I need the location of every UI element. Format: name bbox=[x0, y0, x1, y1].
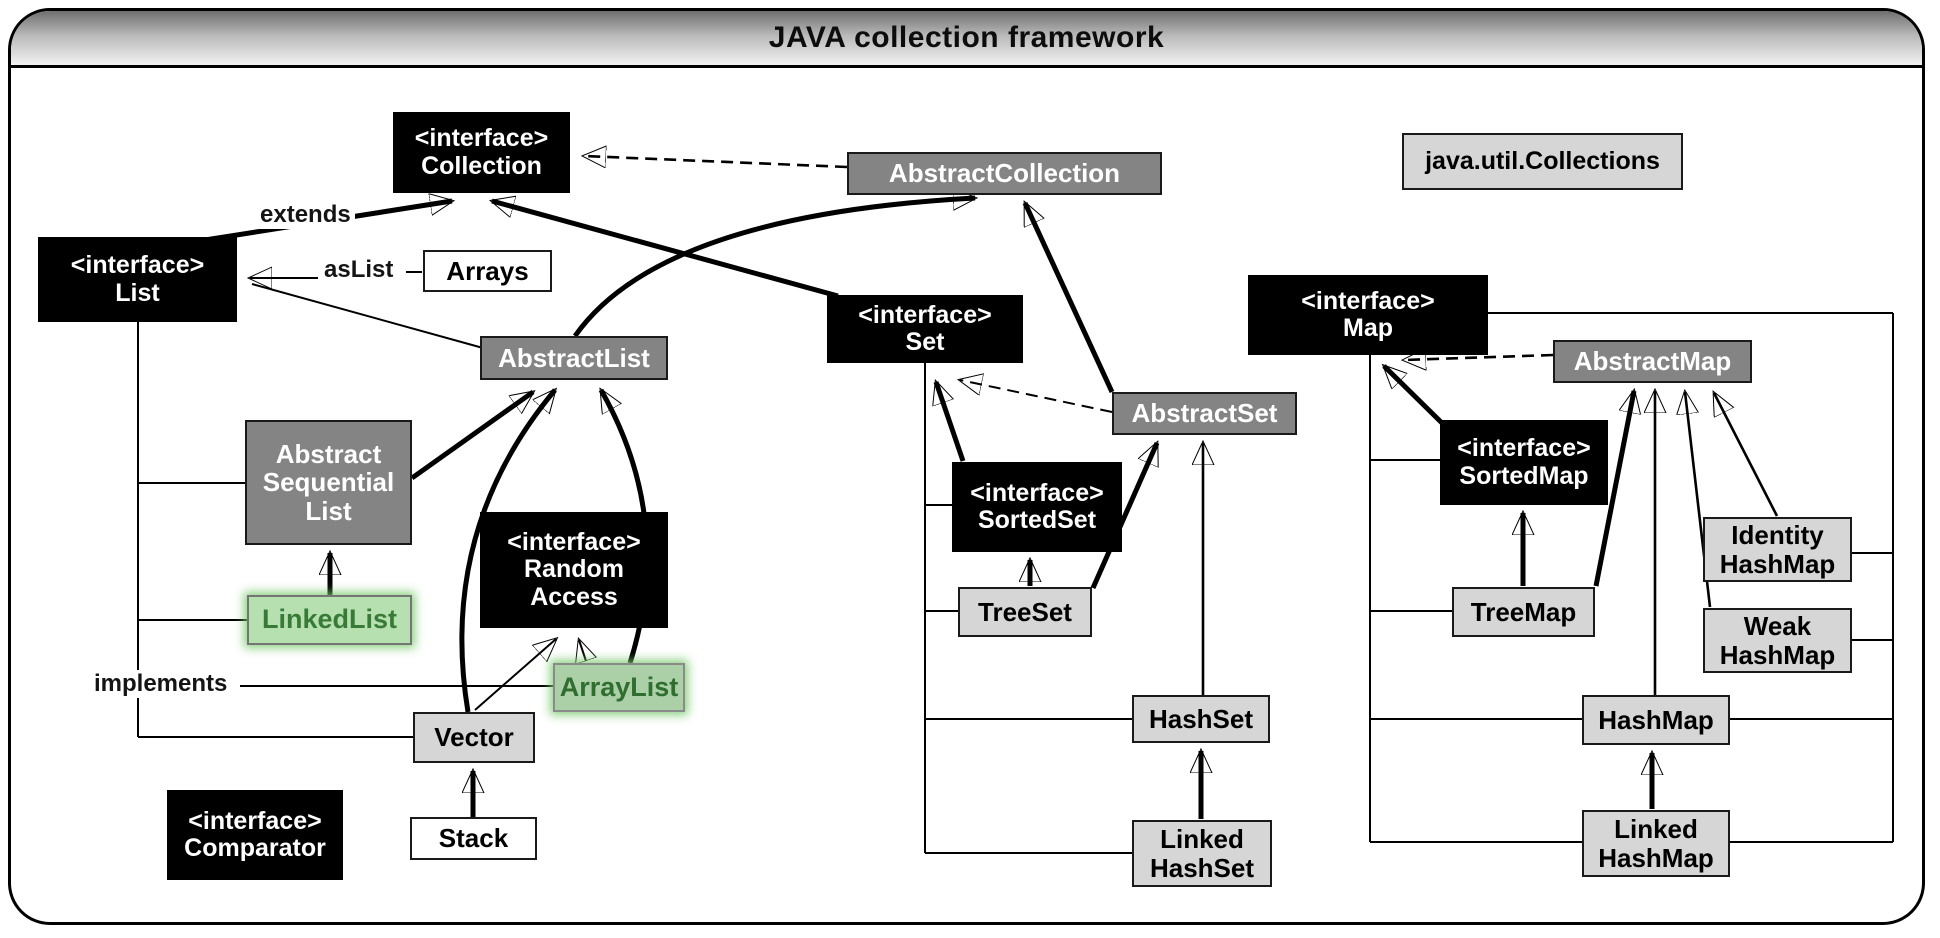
node-map-interface: <interface> Map bbox=[1248, 275, 1488, 355]
node-label: HashSet bbox=[1148, 703, 1254, 734]
node-vector: Vector bbox=[413, 712, 535, 763]
node-label: List bbox=[305, 495, 352, 526]
node-abstractlist: AbstractList bbox=[480, 336, 668, 380]
node-label: Weak bbox=[1743, 610, 1812, 641]
node-weakhashmap: Weak HashMap bbox=[1703, 608, 1852, 673]
node-label: Access bbox=[530, 582, 618, 611]
node-label: <interface> bbox=[1301, 286, 1435, 315]
node-randomaccess-interface: <interface> Random Access bbox=[480, 512, 668, 628]
node-label: Arrays bbox=[446, 255, 529, 286]
node-label: Set bbox=[905, 328, 945, 356]
node-label: HashMap bbox=[1719, 548, 1836, 579]
node-label: Comparator bbox=[184, 834, 326, 862]
node-label: AbstractSet bbox=[1131, 398, 1278, 429]
node-label: Vector bbox=[434, 722, 514, 753]
node-collection-interface: <interface> Collection bbox=[393, 112, 570, 193]
node-label: <interface> bbox=[970, 478, 1104, 507]
node-list-interface: <interface> List bbox=[38, 237, 237, 322]
node-label: Map bbox=[1343, 314, 1393, 342]
node-hashmap: HashMap bbox=[1582, 695, 1730, 745]
node-label: TreeMap bbox=[1470, 596, 1577, 627]
node-label: <interface> bbox=[858, 300, 992, 329]
node-label: HashMap bbox=[1719, 639, 1836, 670]
node-arraylist: ArrayList bbox=[553, 663, 685, 712]
node-label: Random bbox=[524, 555, 624, 584]
node-treeset: TreeSet bbox=[958, 587, 1092, 637]
node-label: Linked bbox=[1614, 813, 1698, 844]
node-label: HashMap bbox=[1598, 704, 1714, 735]
node-linkedlist: LinkedList bbox=[247, 595, 412, 645]
node-arrays: Arrays bbox=[423, 250, 552, 292]
node-treemap: TreeMap bbox=[1452, 587, 1595, 637]
node-identityhashmap: Identity HashMap bbox=[1703, 517, 1852, 582]
node-label: <interface> bbox=[507, 527, 641, 556]
node-label: SortedSet bbox=[977, 506, 1097, 534]
node-abstractset: AbstractSet bbox=[1112, 392, 1297, 435]
node-sortedmap-interface: <interface> SortedMap bbox=[1440, 420, 1608, 505]
node-stack: Stack bbox=[410, 817, 537, 860]
node-java-util-collections: java.util.Collections bbox=[1402, 133, 1683, 190]
node-abstractmap: AbstractMap bbox=[1553, 340, 1752, 383]
title-bar: JAVA collection framework bbox=[11, 11, 1922, 68]
label-aslist: asList bbox=[320, 256, 398, 284]
node-label: Stack bbox=[438, 823, 509, 854]
node-label: Collection bbox=[421, 151, 542, 180]
node-abstractsequentiallist: Abstract Sequential List bbox=[245, 420, 412, 545]
node-label: <interface> bbox=[70, 251, 205, 279]
node-label: LinkedList bbox=[261, 604, 397, 635]
label-extends: extends bbox=[256, 201, 355, 229]
node-hashset: HashSet bbox=[1132, 695, 1270, 743]
node-linkedhashmap: Linked HashMap bbox=[1582, 810, 1730, 877]
node-label: AbstractCollection bbox=[888, 158, 1121, 189]
node-label: <interface> bbox=[188, 806, 322, 835]
node-label: ArrayList bbox=[559, 671, 679, 702]
node-label: HashSet bbox=[1149, 852, 1255, 883]
node-comparator-interface: <interface> Comparator bbox=[167, 790, 343, 880]
node-label: Abstract bbox=[275, 438, 382, 469]
node-abstractcollection: AbstractCollection bbox=[847, 152, 1162, 195]
node-label: AbstractList bbox=[498, 342, 650, 373]
node-set-interface: <interface> Set bbox=[827, 295, 1023, 363]
node-label: List bbox=[115, 278, 160, 307]
node-linkedhashset: Linked HashSet bbox=[1132, 820, 1272, 887]
node-label: Linked bbox=[1160, 823, 1244, 854]
node-label: TreeSet bbox=[978, 596, 1072, 627]
label-implements: implements bbox=[90, 670, 232, 698]
node-label: java.util.Collections bbox=[1425, 146, 1660, 175]
node-label: AbstractMap bbox=[1573, 346, 1732, 377]
node-label: <interface> bbox=[414, 124, 549, 152]
node-label: Identity bbox=[1731, 519, 1824, 550]
node-label: SortedMap bbox=[1459, 461, 1589, 490]
node-sortedset-interface: <interface> SortedSet bbox=[952, 462, 1122, 552]
node-label: <interface> bbox=[1457, 434, 1591, 462]
node-label: Sequential bbox=[262, 467, 395, 498]
node-label: HashMap bbox=[1598, 842, 1714, 873]
page-title: JAVA collection framework bbox=[768, 21, 1165, 54]
